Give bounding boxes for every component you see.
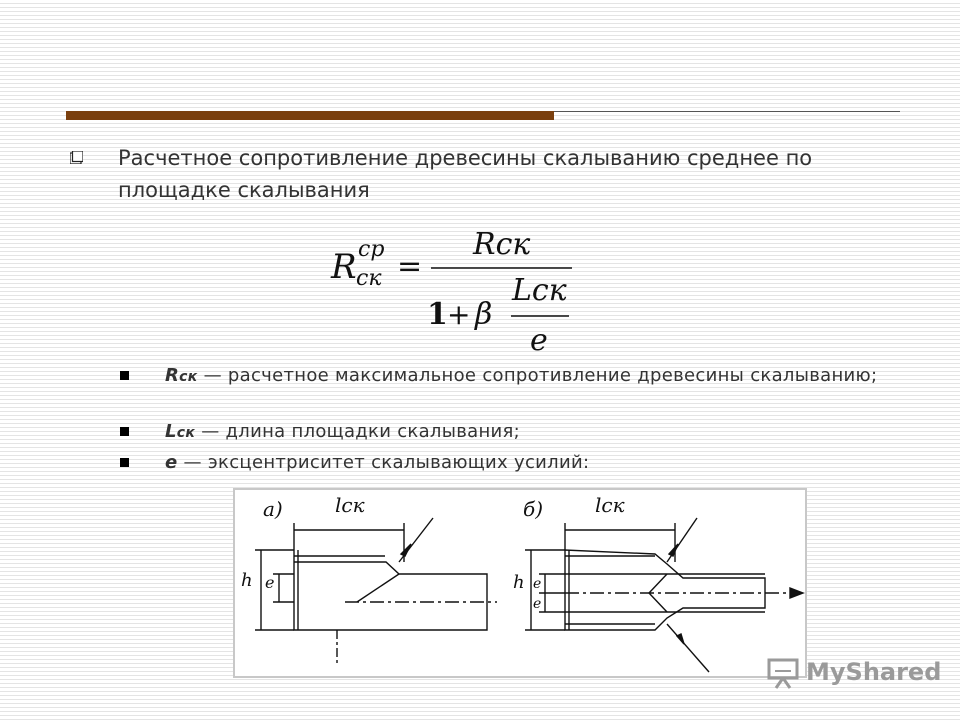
panel-a-label: а) bbox=[263, 497, 283, 521]
panel-b-ecc-label-bottom: e bbox=[533, 596, 541, 612]
panel-b-ecc-label-top: e bbox=[533, 576, 541, 592]
checkbox-bullet-icon bbox=[70, 151, 83, 164]
presentation-board-icon bbox=[767, 658, 799, 689]
panel-a-length-label: lск bbox=[335, 493, 365, 517]
definition-text: — расчетное максимальное сопротивление д… bbox=[197, 365, 878, 386]
square-bullet-icon bbox=[120, 458, 129, 467]
header-rule-thin bbox=[554, 111, 900, 112]
square-bullet-icon bbox=[120, 371, 129, 380]
panel-b-height-label: h bbox=[513, 572, 525, 593]
definition-symbol: Lск bbox=[165, 421, 196, 442]
definition-symbol: е bbox=[165, 452, 178, 473]
square-bullet-icon bbox=[120, 427, 129, 436]
panel-b-length-label: lск bbox=[595, 493, 625, 517]
definition-symbol: Rск bbox=[165, 365, 198, 386]
definition-text: — длина площадки скалывания; bbox=[195, 421, 521, 442]
watermark: MyShared bbox=[766, 656, 941, 692]
shear-joint-figure: а) lск h e б) lск bbox=[233, 488, 807, 678]
panel-b-diagram: б) lск h e bbox=[513, 493, 805, 673]
header-rule-thick bbox=[66, 111, 554, 120]
formula-lhs-sup: ср bbox=[358, 237, 384, 262]
formula-inner-denominator: e bbox=[530, 323, 548, 358]
definition-text: — эксцентриситет скалывающих усилий: bbox=[177, 452, 590, 473]
formula-lhs-base: R bbox=[330, 247, 357, 287]
formula-plus: + bbox=[447, 298, 470, 331]
formula-equals: = bbox=[397, 249, 422, 284]
formula-beta: β bbox=[474, 297, 492, 332]
formula-numerator: Rск bbox=[472, 227, 530, 262]
panel-a-ecc-label: e bbox=[265, 573, 274, 592]
main-point-text: Расчетное сопротивление древесины скалыв… bbox=[118, 146, 813, 202]
formula-one: 1 bbox=[427, 297, 448, 332]
panel-a-diagram: а) lск h e bbox=[241, 493, 497, 664]
watermark-text: MyShared bbox=[806, 658, 942, 686]
shear-resistance-formula: R ср ск = Rск 1 + β Lск e bbox=[330, 227, 572, 358]
formula-lhs-sub: ск bbox=[356, 266, 382, 291]
formula-inner-numerator: Lск bbox=[511, 273, 567, 308]
panel-a-height-label: h bbox=[241, 570, 253, 591]
panel-b-label: б) bbox=[523, 497, 543, 521]
